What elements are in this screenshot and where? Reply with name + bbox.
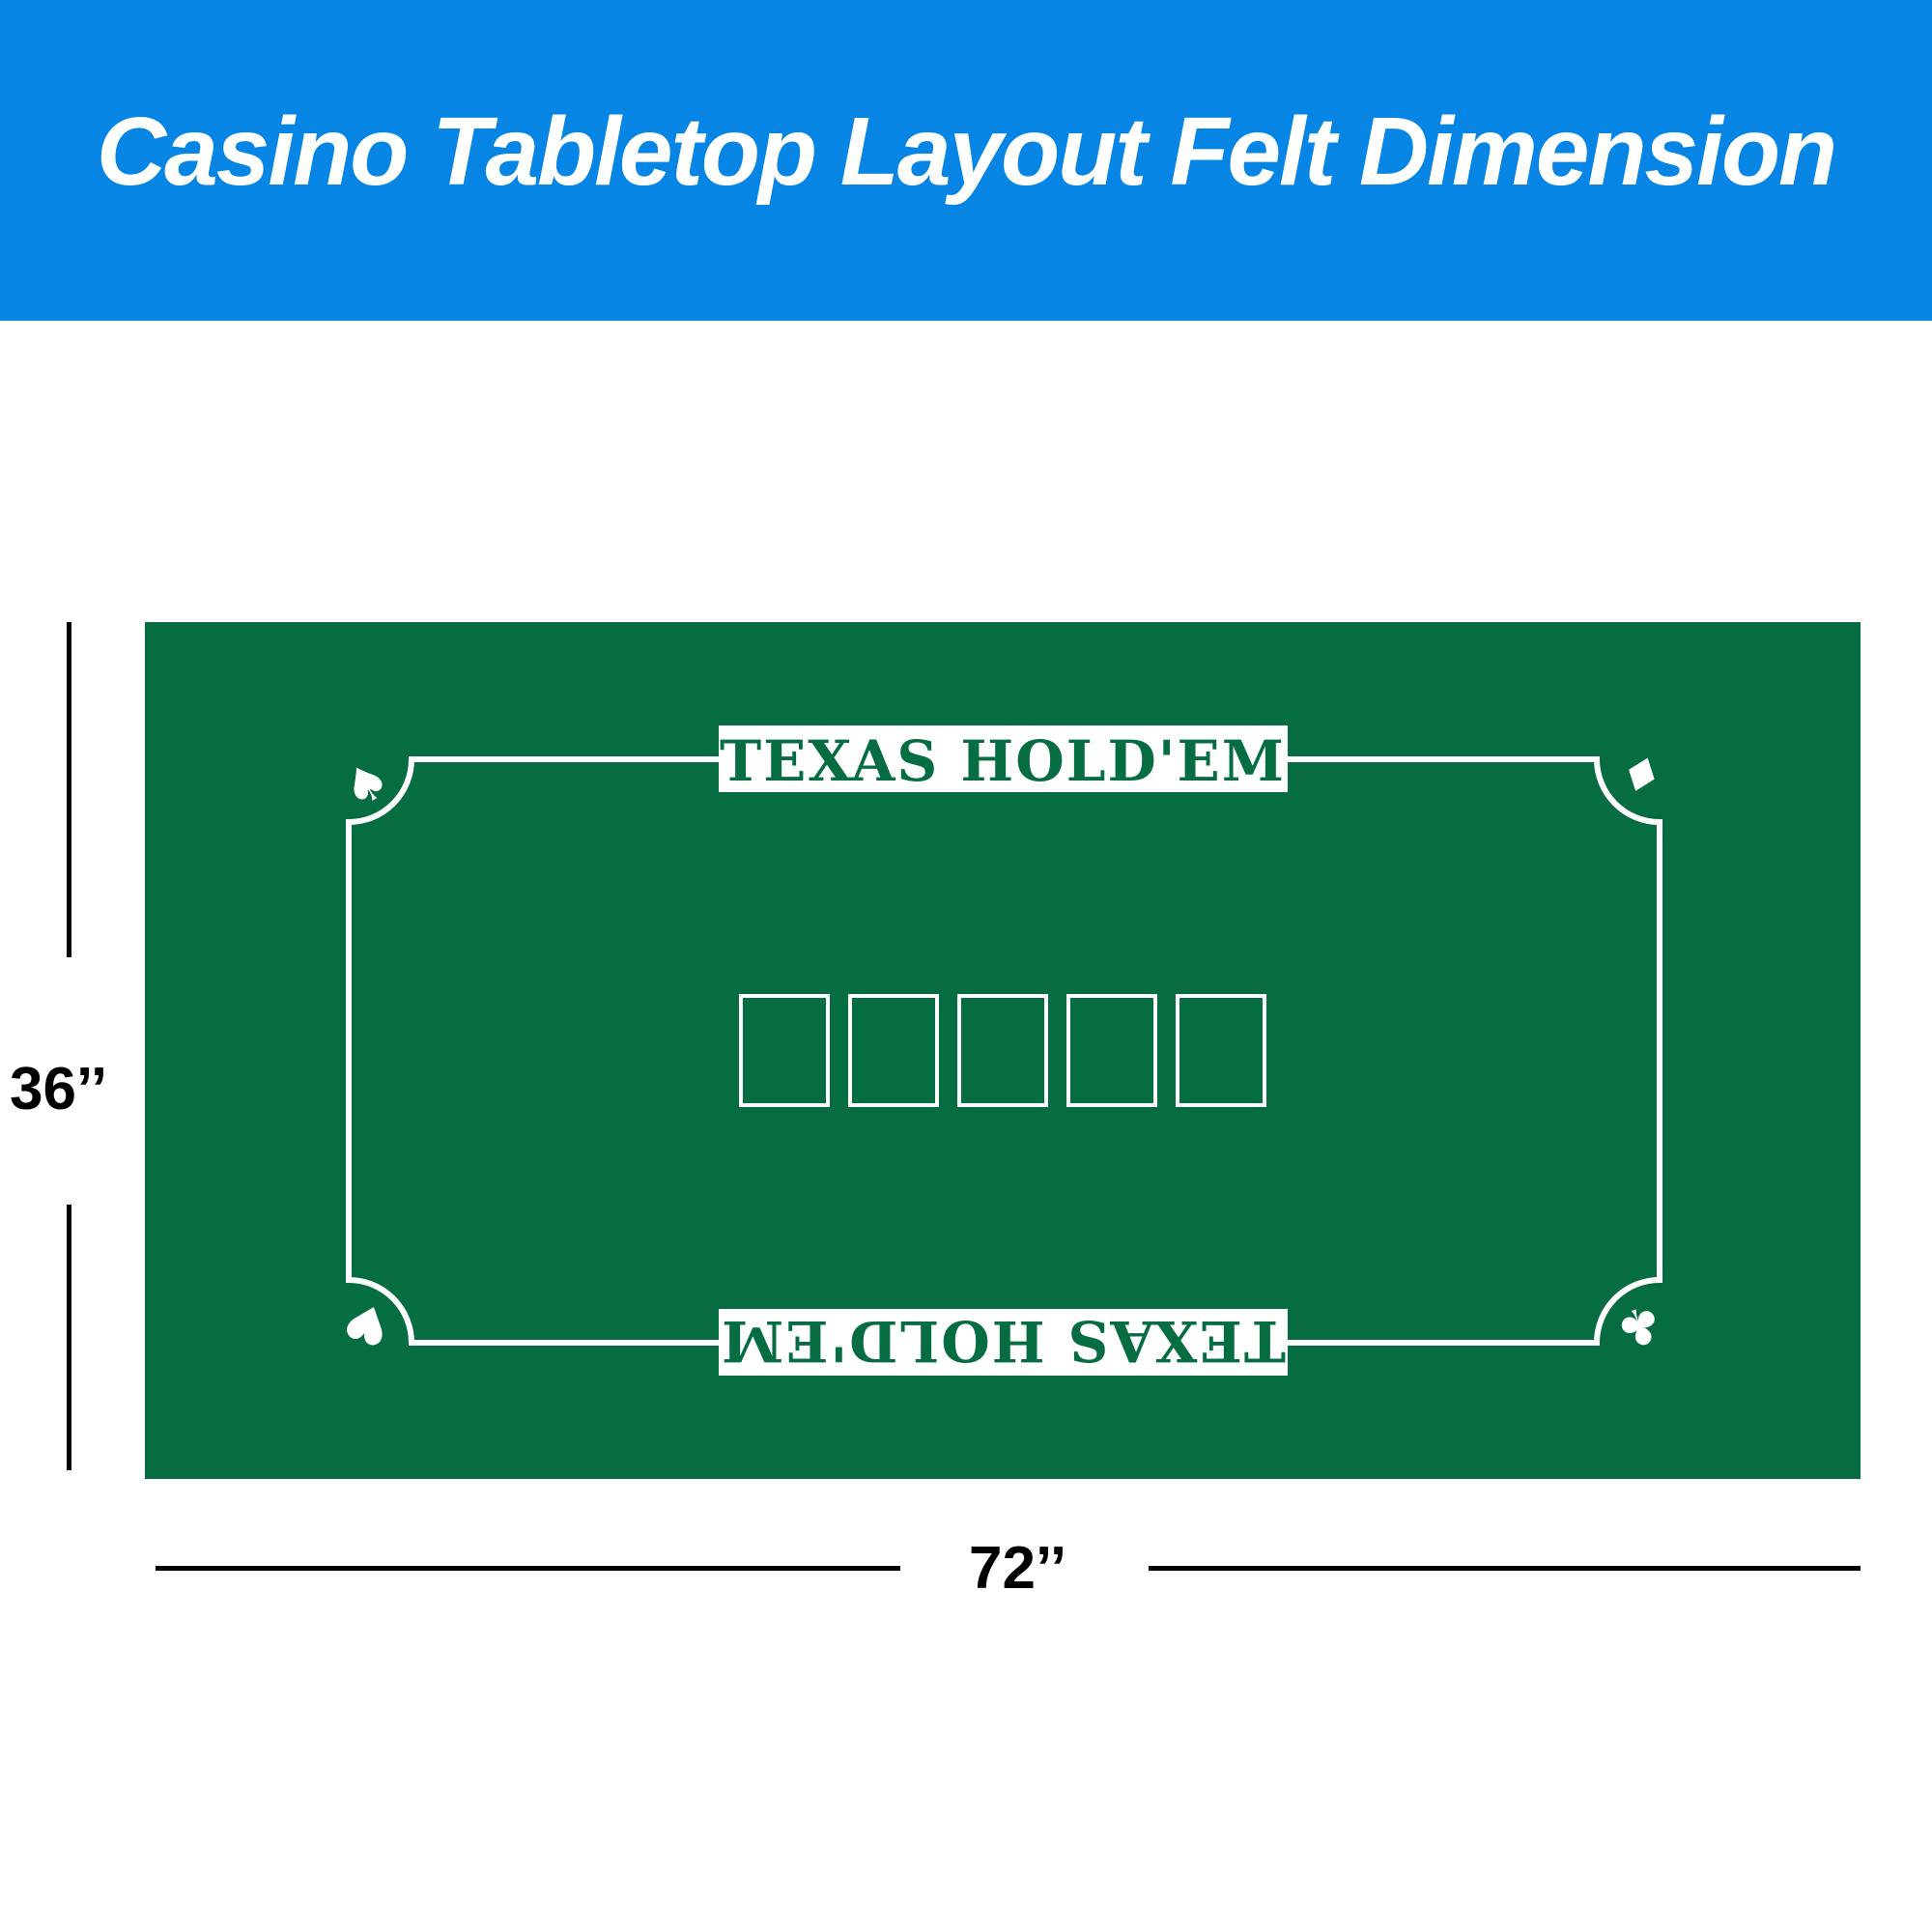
felt-border-line <box>346 756 1662 1346</box>
height-label: 36’’ <box>10 1056 108 1122</box>
width-dimension-line-right <box>1149 1566 1861 1571</box>
card-slot <box>957 994 1048 1107</box>
card-slot <box>1066 994 1157 1107</box>
card-slot <box>1176 994 1266 1107</box>
height-dimension-line-bottom <box>67 1205 71 1470</box>
width-label: 72’’ <box>969 1535 1067 1602</box>
width-dimension-line-left <box>156 1566 900 1571</box>
card-slot <box>739 994 830 1107</box>
top-label: TEXAS HOLD'EM <box>720 728 1286 794</box>
bottom-label-box <box>719 1309 1288 1376</box>
title-banner: Casino Tabletop Layout Felt Dimension <box>0 0 1932 321</box>
page-title: Casino Tabletop Layout Felt Dimension <box>96 97 1837 206</box>
card-slots <box>739 994 1266 1107</box>
height-dimension-line-top <box>67 622 71 957</box>
card-slot <box>848 994 939 1107</box>
top-label-box <box>719 725 1288 792</box>
bottom-label: TEXAS HOLD'EM <box>720 1308 1286 1374</box>
